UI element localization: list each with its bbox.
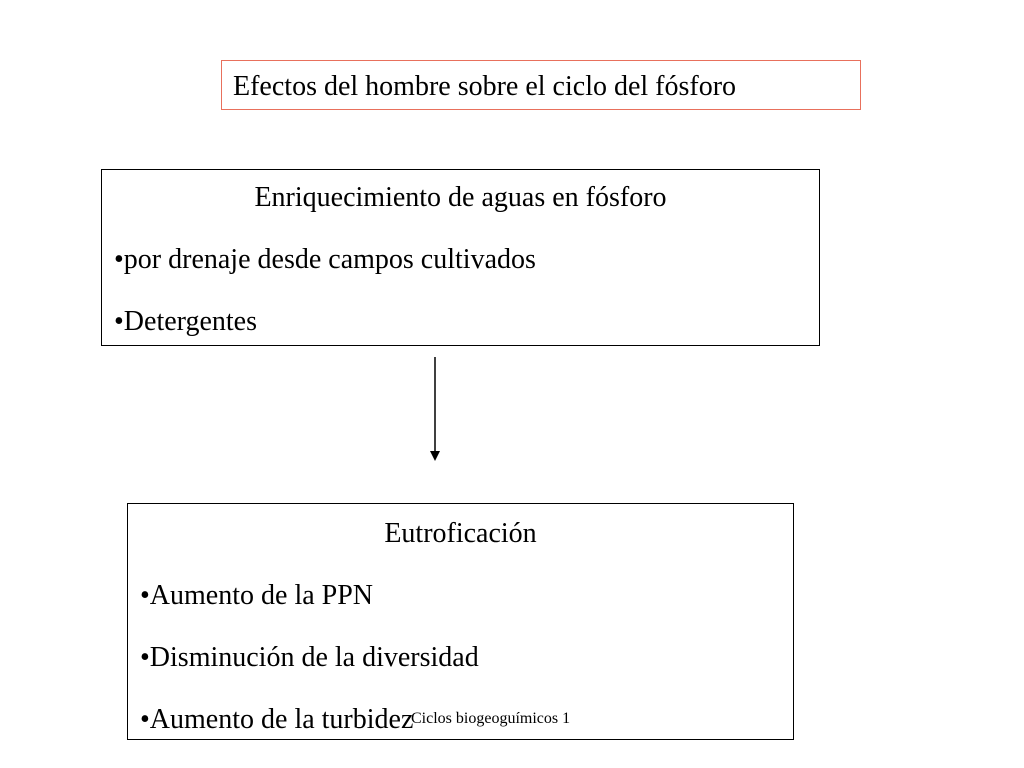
eutrophication-bullet-ppn: •Aumento de la PPN xyxy=(140,580,374,611)
eutrophication-box: Eutroficación •Aumento de la PPN •Dismin… xyxy=(127,503,794,740)
slide-title-box: Efectos del hombre sobre el ciclo del fó… xyxy=(221,60,861,110)
eutrophication-bullet-turbidity: •Aumento de la turbidez xyxy=(140,704,414,735)
enrichment-heading: Enriquecimiento de aguas en fósforo xyxy=(254,182,667,213)
enrichment-bullet-drainage: •por drenaje desde campos cultivados xyxy=(114,244,536,275)
eutrophication-heading: Eutroficación xyxy=(384,518,537,549)
slide-title: Efectos del hombre sobre el ciclo del fó… xyxy=(233,71,737,102)
down-arrow-icon xyxy=(430,357,440,461)
slide-footer: Ciclos biogeoguímicos 1 xyxy=(411,710,571,727)
enrichment-box: Enriquecimiento de aguas en fósforo •por… xyxy=(101,169,820,346)
eutrophication-bullet-diversity: •Disminución de la diversidad xyxy=(140,642,479,673)
enrichment-bullet-detergents: •Detergentes xyxy=(114,306,258,337)
